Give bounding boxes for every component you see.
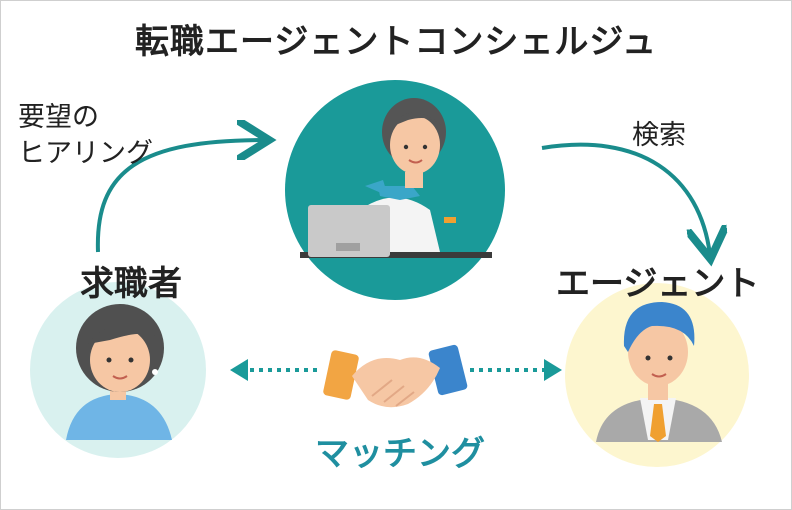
- hearing-arrow: [95, 140, 265, 253]
- hearing-label-line2: ヒアリング: [18, 138, 153, 169]
- job-seeker-label: 求職者: [80, 264, 182, 304]
- agent-figure: [565, 283, 749, 467]
- matching-arrow: [230, 359, 562, 381]
- agent-label: エージェント: [556, 264, 760, 304]
- search-arrow: [541, 142, 710, 255]
- hearing-label-line1: 要望の: [18, 102, 99, 133]
- concierge-figure: [285, 80, 505, 300]
- matching-label: マッチング: [315, 434, 485, 474]
- hearing-label: 要望の ヒアリング: [18, 100, 153, 172]
- diagram-title: 転職エージェントコンシェルジュ: [135, 22, 657, 62]
- handshake-icon: [323, 344, 468, 408]
- job-seeker-figure: [30, 282, 206, 458]
- search-label: 検索: [632, 120, 686, 151]
